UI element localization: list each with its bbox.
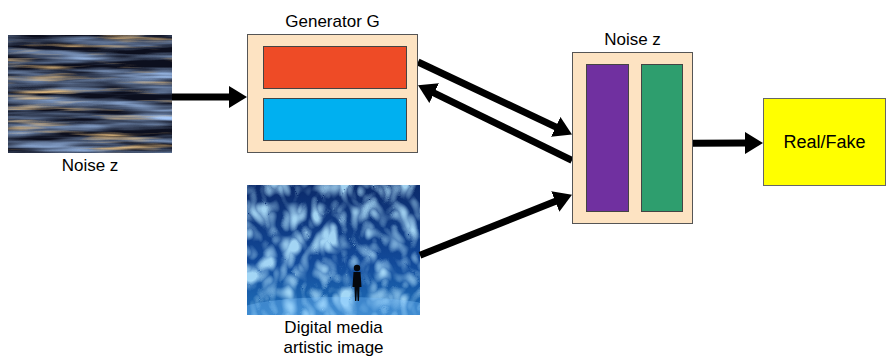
art-floor xyxy=(247,297,420,315)
generator-box: Generator G xyxy=(247,34,418,153)
node-caption: Digital media artistic image xyxy=(268,318,400,358)
box-label: Real/Fake xyxy=(783,132,865,152)
noise-ground xyxy=(8,35,172,153)
noise-streaks xyxy=(8,35,172,153)
noise-streaks xyxy=(8,35,172,153)
generator-layer xyxy=(263,46,407,89)
noise-picture xyxy=(8,35,172,153)
noise-image: Noise z xyxy=(8,35,172,153)
discriminator-layer xyxy=(586,64,629,212)
art-ground xyxy=(247,185,420,315)
art-swirls xyxy=(247,185,420,315)
generator-layer xyxy=(263,98,407,141)
person-silhouette xyxy=(354,265,360,271)
discriminator-box: Noise z xyxy=(572,52,693,224)
output-box: Real/Fake xyxy=(763,98,886,186)
arrow-connector xyxy=(433,93,572,161)
arrow-connector xyxy=(172,93,230,100)
artistic-picture xyxy=(247,185,420,315)
node-caption: Noise z xyxy=(573,30,692,50)
person-silhouette xyxy=(353,272,362,301)
node-caption: Noise z xyxy=(8,156,172,176)
discriminator-layer xyxy=(641,64,683,212)
artistic-image: Digital media artistic image xyxy=(247,185,420,315)
arrow-connector xyxy=(693,139,746,146)
arrow-connector xyxy=(420,201,556,255)
node-caption: Generator G xyxy=(248,12,417,32)
